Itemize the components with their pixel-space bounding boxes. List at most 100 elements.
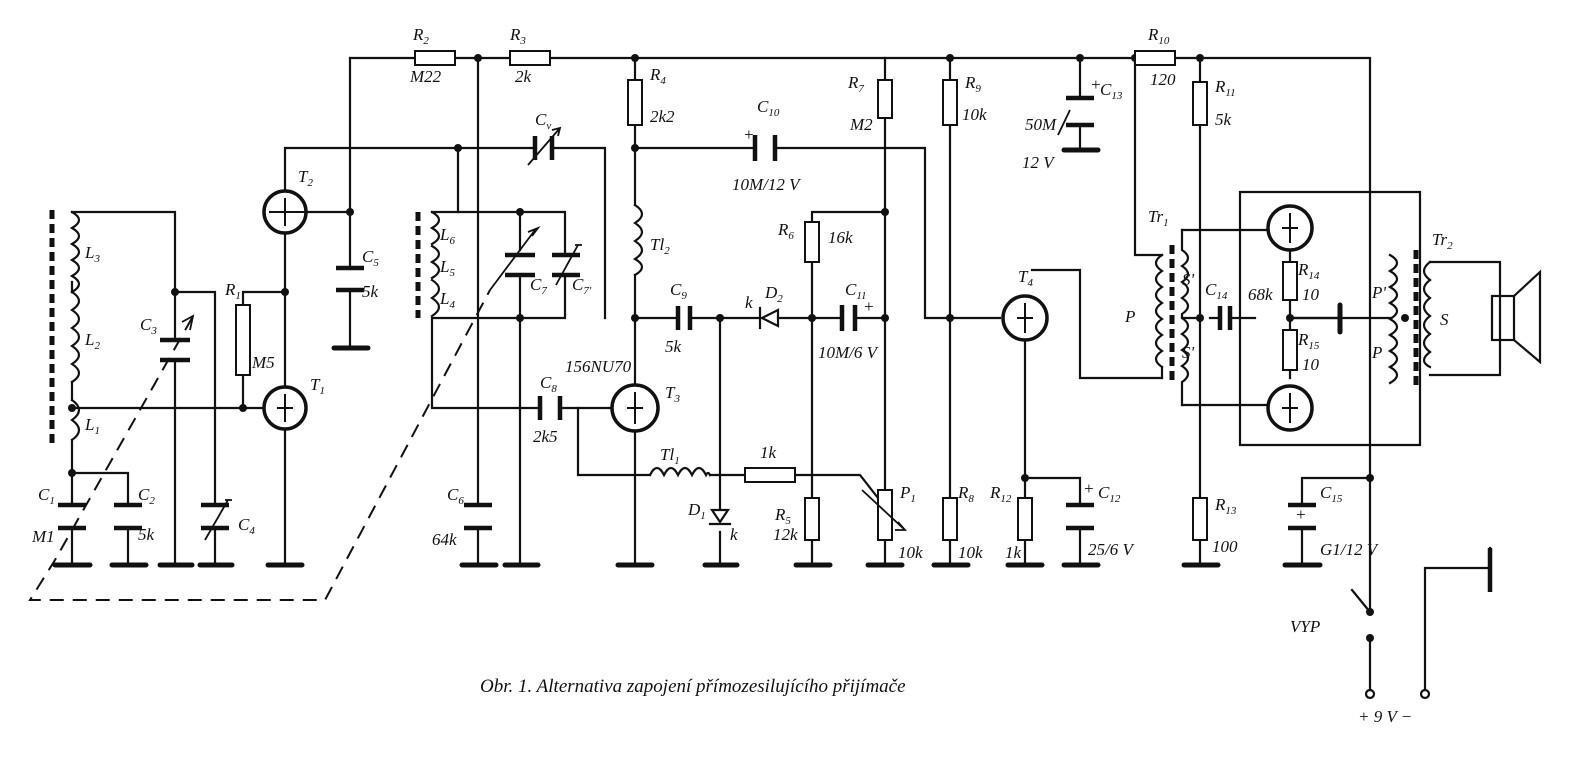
svg-text:C5: C5 bbox=[362, 247, 379, 269]
l4-coil bbox=[429, 278, 441, 318]
svg-text:T3: T3 bbox=[665, 383, 680, 405]
svg-text:12k: 12k bbox=[773, 525, 798, 544]
svg-text:L2: L2 bbox=[84, 330, 100, 352]
l3-coil bbox=[69, 210, 81, 294]
transistors bbox=[262, 189, 1314, 433]
svg-text:T1: T1 bbox=[310, 375, 325, 397]
c13-mark bbox=[1057, 109, 1071, 136]
svg-text:R9: R9 bbox=[964, 73, 981, 95]
p1-body bbox=[877, 489, 893, 541]
svg-text:D2: D2 bbox=[764, 283, 783, 305]
diodes bbox=[708, 306, 780, 526]
c3-plates bbox=[160, 337, 190, 363]
r14-body bbox=[1282, 261, 1298, 301]
l6-coil bbox=[429, 210, 441, 246]
svg-text:C9: C9 bbox=[670, 280, 687, 302]
r11-body bbox=[1192, 81, 1208, 126]
wiring bbox=[70, 56, 1502, 692]
svg-text:10k: 10k bbox=[898, 543, 923, 562]
tr2-primary bbox=[1387, 253, 1399, 385]
svg-text:L6: L6 bbox=[439, 225, 455, 247]
r9-body bbox=[942, 79, 958, 126]
t4-symbol bbox=[1001, 294, 1049, 342]
junction-dots bbox=[68, 54, 1409, 642]
cv-arrow bbox=[527, 126, 562, 166]
speaker-icon bbox=[1490, 269, 1542, 365]
svg-text:R6: R6 bbox=[777, 220, 794, 242]
svg-text:D1: D1 bbox=[687, 500, 706, 522]
c8-plates bbox=[537, 396, 563, 420]
transformers bbox=[1154, 228, 1432, 407]
r7-body bbox=[877, 79, 893, 119]
svg-text:Tr2: Tr2 bbox=[1432, 230, 1453, 252]
svg-text:C13: C13 bbox=[1100, 80, 1123, 102]
tl1-coil bbox=[648, 466, 712, 478]
svg-text:C14: C14 bbox=[1205, 280, 1228, 302]
c7p-plates bbox=[552, 252, 580, 278]
svg-text:+: + bbox=[1083, 479, 1094, 498]
r15-body bbox=[1282, 329, 1298, 371]
c1-plates bbox=[58, 502, 86, 531]
svg-text:C12: C12 bbox=[1098, 483, 1121, 505]
svg-text:P: P bbox=[1371, 343, 1382, 362]
svg-text:R8: R8 bbox=[957, 483, 974, 505]
svg-text:5k: 5k bbox=[1215, 110, 1232, 129]
svg-text:10k: 10k bbox=[962, 105, 987, 124]
svg-text:C4: C4 bbox=[238, 515, 255, 537]
r8-body bbox=[942, 497, 958, 541]
svg-text:+: + bbox=[1295, 505, 1306, 524]
r12-body bbox=[1017, 497, 1033, 541]
r10-body bbox=[1134, 50, 1176, 66]
l5-coil bbox=[429, 244, 441, 280]
svg-text:Tl2: Tl2 bbox=[650, 235, 670, 257]
svg-text:68k: 68k bbox=[1248, 285, 1273, 304]
svg-text:C7: C7 bbox=[530, 275, 547, 297]
svg-text:R14: R14 bbox=[1297, 260, 1320, 282]
svg-text:VYP: VYP bbox=[1290, 617, 1320, 636]
resistors bbox=[235, 50, 1298, 541]
svg-text:k: k bbox=[745, 293, 753, 312]
svg-text:+: + bbox=[863, 297, 874, 316]
svg-text:R12: R12 bbox=[989, 483, 1012, 505]
ganged-tuning-link bbox=[28, 225, 541, 601]
svg-text:L1: L1 bbox=[84, 415, 100, 437]
c6-plates bbox=[464, 502, 492, 531]
c13-plates bbox=[1066, 95, 1094, 128]
c11-plates bbox=[839, 305, 858, 331]
c7p-trim bbox=[555, 244, 582, 286]
svg-text:1k: 1k bbox=[760, 443, 777, 462]
r2-body bbox=[414, 50, 456, 66]
svg-text:G1/12 V: G1/12 V bbox=[1320, 540, 1380, 559]
svg-text:R15: R15 bbox=[1297, 330, 1320, 352]
svg-text:R2: R2 bbox=[412, 25, 429, 47]
svg-text:25/6 V: 25/6 V bbox=[1088, 540, 1135, 559]
figure-caption: Obr. 1. Alternativa zapojení přímozesilu… bbox=[480, 676, 906, 697]
svg-text:S': S' bbox=[1182, 343, 1195, 362]
svg-text:P1: P1 bbox=[899, 483, 916, 505]
svg-text:12 V: 12 V bbox=[1022, 153, 1056, 172]
svg-text:10k: 10k bbox=[958, 543, 983, 562]
c4-plates bbox=[201, 502, 229, 531]
svg-text:T2: T2 bbox=[298, 167, 313, 189]
svg-text:R4: R4 bbox=[649, 65, 666, 87]
svg-text:k: k bbox=[730, 525, 738, 544]
l1-coil bbox=[70, 398, 81, 442]
svg-text:1k: 1k bbox=[1005, 543, 1022, 562]
d1-symbol bbox=[708, 508, 732, 526]
svg-text:R13: R13 bbox=[1214, 495, 1237, 517]
svg-text:S': S' bbox=[1182, 270, 1195, 289]
switch-and-terminals bbox=[1364, 548, 1493, 700]
svg-text:120: 120 bbox=[1150, 70, 1176, 89]
tr2-secondary bbox=[1422, 260, 1432, 369]
svg-text:Cv: Cv bbox=[535, 110, 551, 132]
svg-text:2k2: 2k2 bbox=[650, 107, 675, 126]
svg-text:10: 10 bbox=[1302, 355, 1320, 374]
t1-symbol bbox=[262, 385, 308, 431]
svg-text:64k: 64k bbox=[432, 530, 457, 549]
svg-text:16k: 16k bbox=[828, 228, 853, 247]
component-labels: R2 M22 R3 2k R4 2k2 R7 M2 R9 10k R10 120… bbox=[31, 25, 1453, 726]
svg-text:P': P' bbox=[1371, 283, 1386, 302]
r13-body bbox=[1192, 497, 1208, 541]
svg-text:10M/12 V: 10M/12 V bbox=[732, 175, 802, 194]
